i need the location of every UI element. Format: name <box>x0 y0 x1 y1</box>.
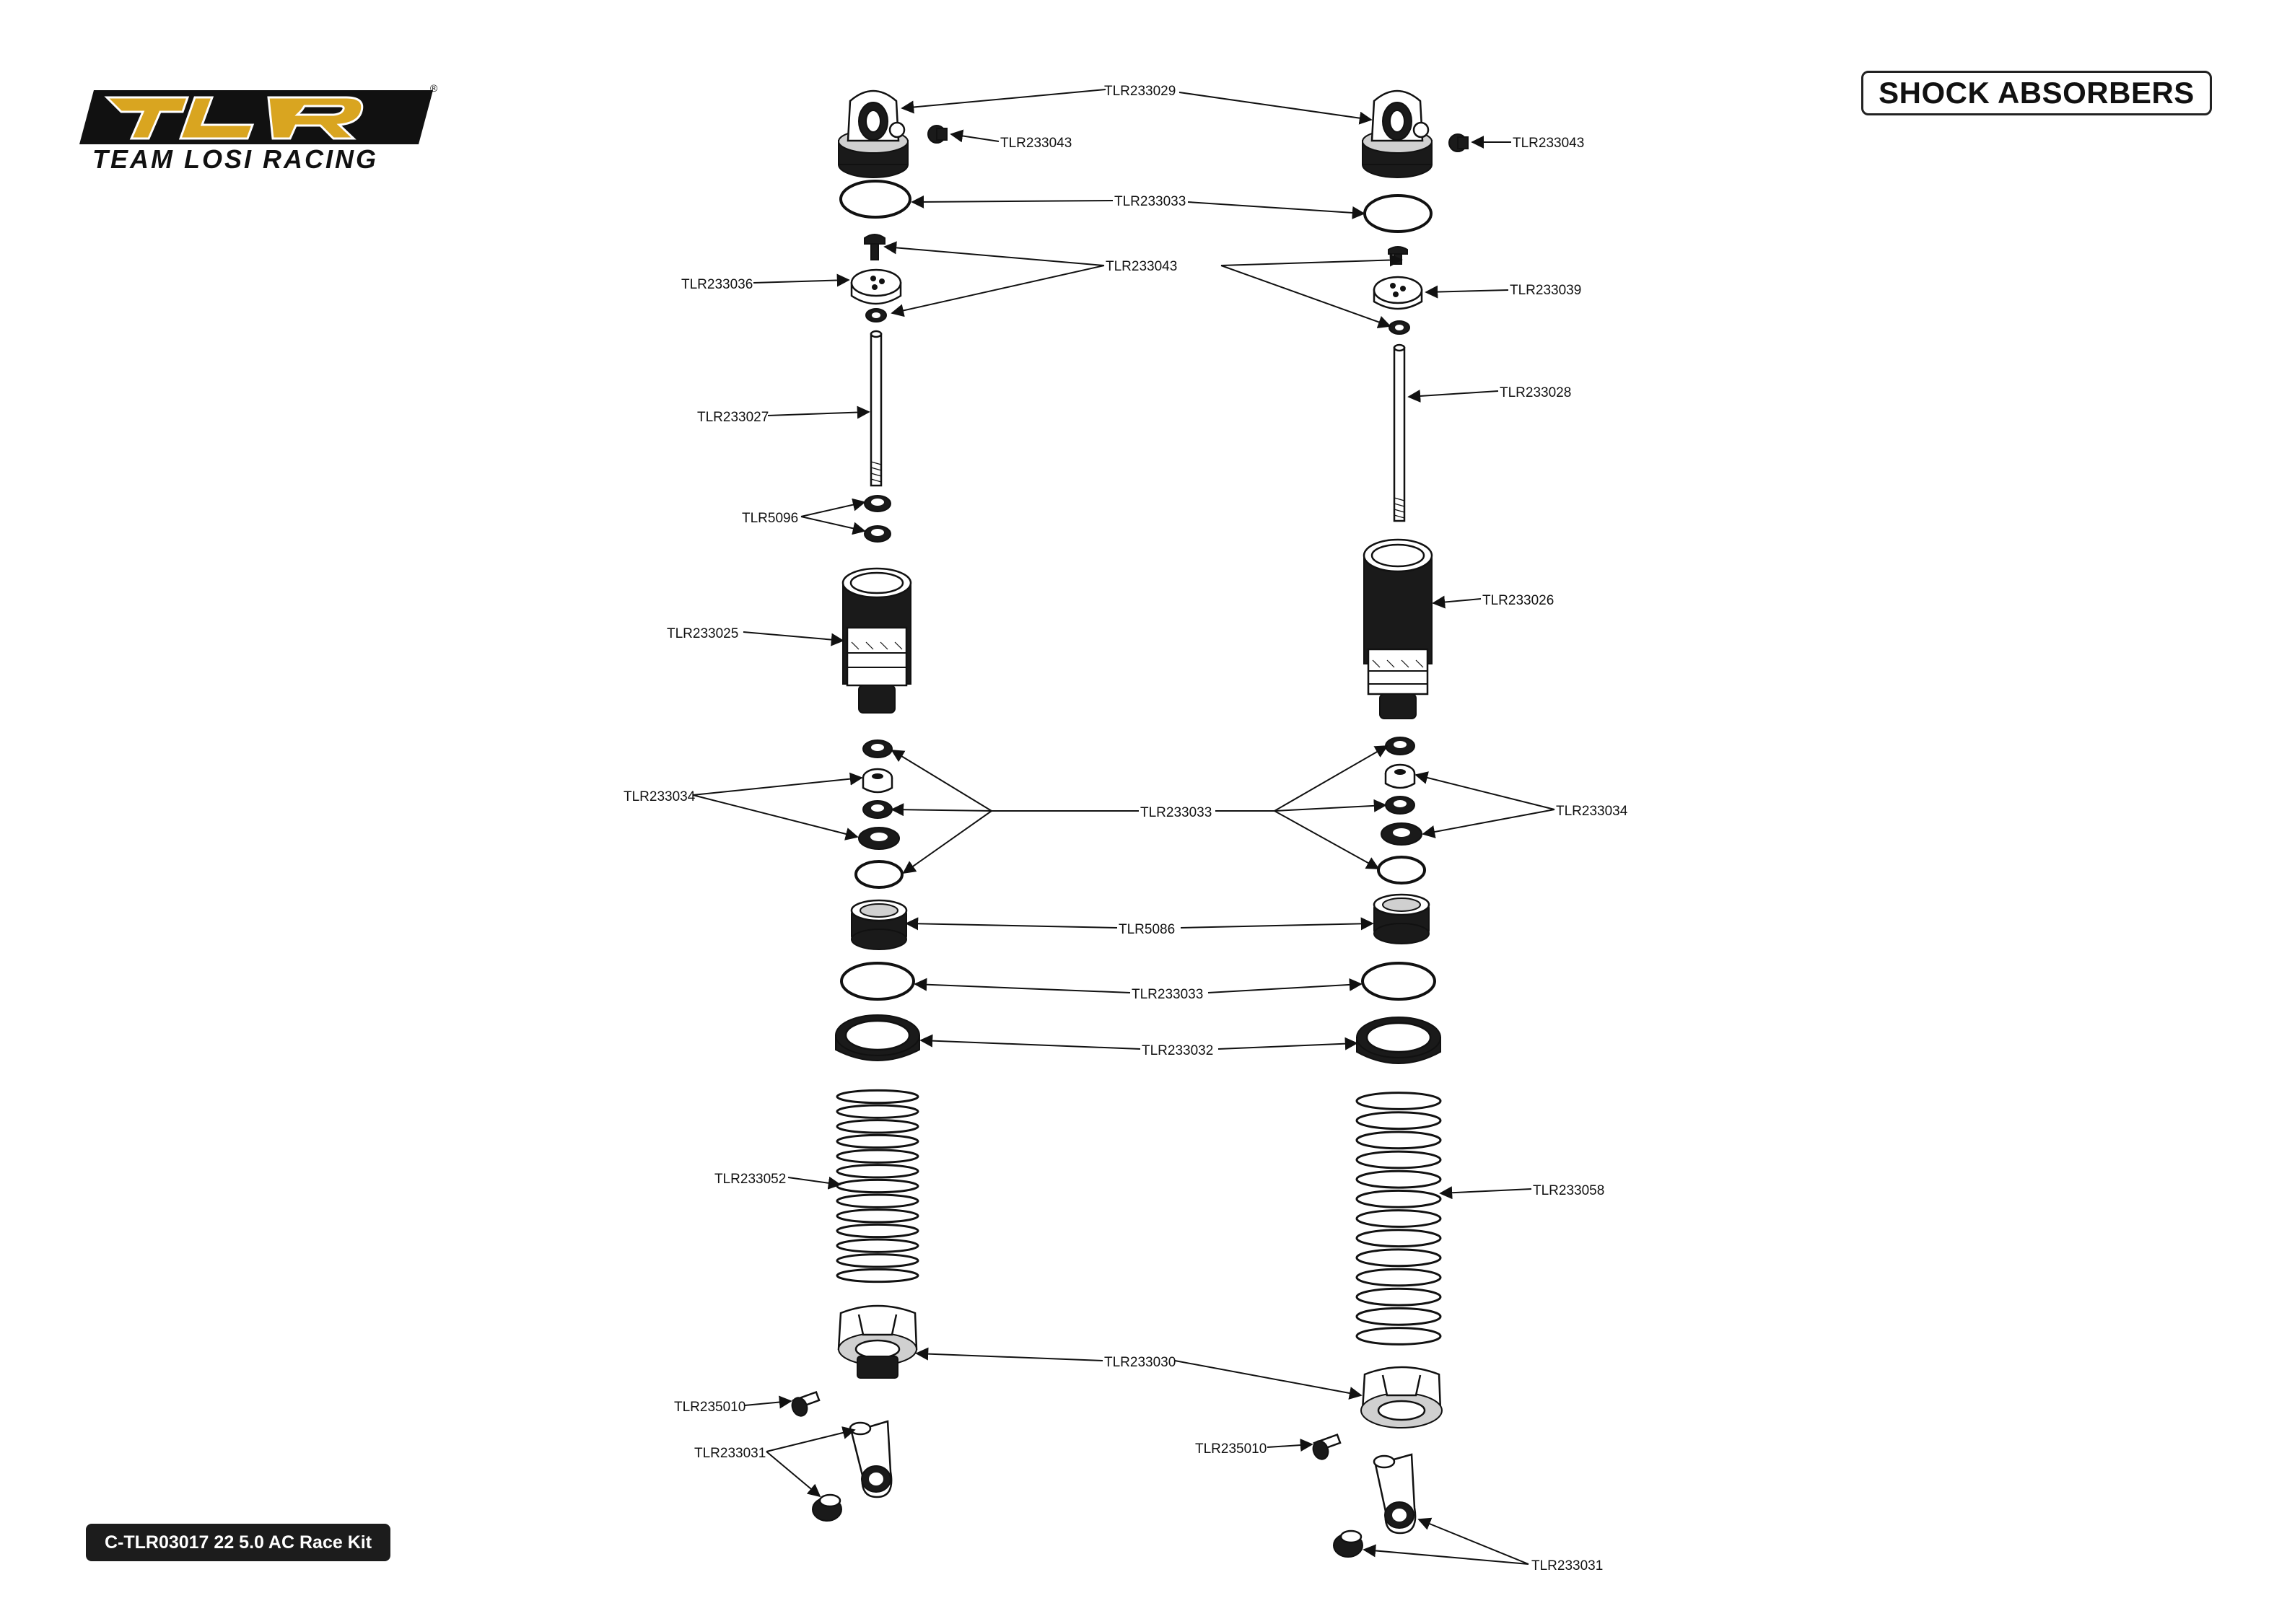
bleed-screw-right <box>1448 133 1469 152</box>
spring-left <box>836 1089 919 1283</box>
spring-coil <box>836 1133 919 1149</box>
label-rod-end-left: TLR233031 <box>694 1446 766 1461</box>
label-bleed-screw-left: TLR233043 <box>1000 136 1072 151</box>
logo-tagline: TEAM LOSI RACING <box>92 144 378 174</box>
body-right <box>1363 538 1433 719</box>
cap-oring-right <box>1363 194 1433 233</box>
bleed-screw-left <box>927 125 948 144</box>
screw-left <box>791 1390 821 1417</box>
kit-label: C-TLR03017 22 5.0 AC Race Kit <box>86 1524 390 1561</box>
seal-pack-left <box>854 739 904 889</box>
spring-coil <box>1355 1092 1442 1110</box>
spring-coil <box>836 1253 919 1268</box>
spring-coil <box>836 1208 919 1224</box>
label-collar-oring: TLR233033 <box>1132 987 1203 1002</box>
spring-coil <box>1355 1111 1442 1131</box>
spring-coil <box>1355 1327 1442 1346</box>
collar-oring-right <box>1361 962 1436 1001</box>
shaft-right <box>1393 343 1406 522</box>
lower-cap-left <box>850 899 908 950</box>
label-seal-oring: TLR233033 <box>1140 805 1212 820</box>
label-piston-hardware: TLR233043 <box>1106 259 1177 274</box>
label-spring-cup: TLR233030 <box>1104 1355 1176 1370</box>
spring-coil <box>1355 1189 1442 1208</box>
spring-cup-right <box>1360 1366 1443 1428</box>
spring-coil <box>836 1164 919 1179</box>
spring-coil <box>836 1268 919 1283</box>
label-lower-cap: TLR5086 <box>1119 922 1175 937</box>
page-title: SHOCK ABSORBERS <box>1861 71 2212 115</box>
rod-end-ball-right <box>1333 1529 1363 1558</box>
right-shock <box>1312 89 1469 1558</box>
label-body-left: TLR233025 <box>667 626 738 641</box>
collar-oring-left <box>840 962 915 1001</box>
label-shaft-left: TLR233027 <box>697 410 769 425</box>
leader-lines <box>692 89 1555 1565</box>
spring-coil <box>836 1223 919 1239</box>
piston-screw-left <box>864 234 885 260</box>
label-piston-right: TLR233039 <box>1510 283 1581 298</box>
spring-coil <box>836 1238 919 1253</box>
spring-coil <box>1355 1209 1442 1228</box>
label-spring-right: TLR233058 <box>1533 1183 1604 1198</box>
label-spring-left: TLR233052 <box>714 1172 786 1187</box>
spring-coil <box>1355 1169 1442 1189</box>
rod-end-right <box>1373 1453 1417 1535</box>
collar-left <box>835 1014 920 1061</box>
body-left <box>841 567 912 714</box>
spring-coil <box>836 1193 919 1208</box>
label-screw-right: TLR235010 <box>1195 1441 1267 1457</box>
lower-cap-right <box>1373 893 1430 944</box>
piston-screw-right <box>1388 246 1408 265</box>
spring-right <box>1355 1092 1442 1346</box>
washers-left <box>864 495 891 543</box>
spring-coil <box>836 1119 919 1134</box>
label-shaft-right: TLR233028 <box>1500 385 1571 400</box>
spring-coil <box>1355 1131 1442 1150</box>
spring-coil <box>1355 1268 1442 1287</box>
spring-coil <box>1355 1307 1442 1326</box>
seal-pack-right <box>1377 737 1426 885</box>
spring-coil <box>1355 1248 1442 1268</box>
piston-left <box>850 268 902 305</box>
label-body-right: TLR233026 <box>1482 593 1554 608</box>
label-cap-oring: TLR233033 <box>1114 194 1186 209</box>
cap-oring-left <box>839 180 911 219</box>
spring-cup-left <box>837 1304 918 1379</box>
spring-coil <box>1355 1229 1442 1248</box>
collar-right <box>1356 1017 1441 1064</box>
spring-coil <box>836 1089 919 1105</box>
cap-right <box>1362 89 1433 178</box>
cap-left <box>838 89 909 178</box>
label-seal-kit-right: TLR233034 <box>1556 804 1628 819</box>
shaft-left <box>870 330 883 487</box>
label-screw-left: TLR235010 <box>674 1400 745 1415</box>
rod-end-left <box>849 1420 893 1498</box>
spring-coil <box>1355 1150 1442 1169</box>
label-rod-end-right: TLR233031 <box>1531 1558 1603 1573</box>
rod-end-ball-left <box>812 1493 842 1522</box>
piston-right <box>1373 276 1423 310</box>
registered-mark: ® <box>430 82 438 94</box>
spring-coil <box>836 1149 919 1164</box>
label-cap: TLR233029 <box>1104 84 1176 99</box>
tlr-logo: ® <box>79 82 438 144</box>
screw-right <box>1312 1433 1342 1460</box>
label-bleed-screw-right: TLR233043 <box>1513 136 1584 151</box>
label-washer-left: TLR5096 <box>742 511 798 526</box>
label-collar: TLR233032 <box>1142 1043 1213 1058</box>
spring-coil <box>836 1104 919 1119</box>
spring-coil <box>836 1178 919 1194</box>
label-piston-left: TLR233036 <box>681 277 753 292</box>
label-seal-kit-left: TLR233034 <box>624 789 696 804</box>
spring-coil <box>1355 1287 1442 1307</box>
part-labels: TLR233029 TLR233043 TLR233043 TLR233033 … <box>624 84 1628 1573</box>
left-shock <box>791 89 948 1522</box>
